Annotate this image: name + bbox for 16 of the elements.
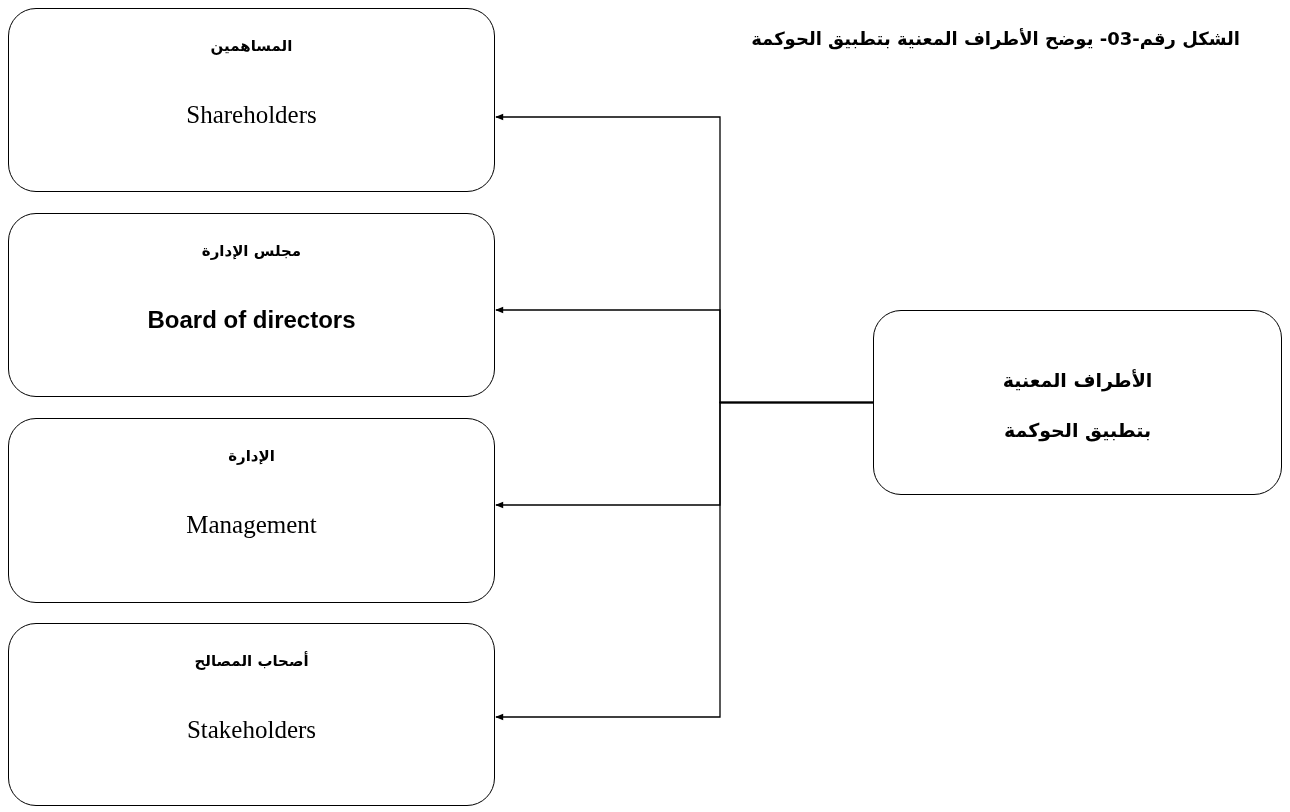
english-label: Stakeholders	[186, 716, 317, 744]
english-label: Board of directors	[147, 306, 356, 334]
rounded-box	[873, 310, 1282, 495]
rounded-box	[8, 8, 495, 192]
arabic-label: الإدارة	[228, 447, 275, 465]
node-label: الأطراف المعنية بتطبيق الحوكمة	[1001, 368, 1154, 444]
title: الشكل رقم-03- يوضح الأطراف المعنية بتطبيق الحوكمة	[751, 28, 1240, 49]
english-label: Shareholders	[186, 101, 317, 129]
rounded-box	[8, 213, 495, 397]
arabic-label: مجلس الإدارة	[201, 242, 302, 260]
arabic-label: أصحاب المصالح	[194, 652, 309, 670]
rounded-box	[8, 418, 495, 603]
arabic-label: المساهمين	[210, 37, 293, 55]
arrow	[495, 401, 874, 721]
rounded-box	[8, 623, 495, 806]
english-label: Management	[186, 511, 317, 539]
